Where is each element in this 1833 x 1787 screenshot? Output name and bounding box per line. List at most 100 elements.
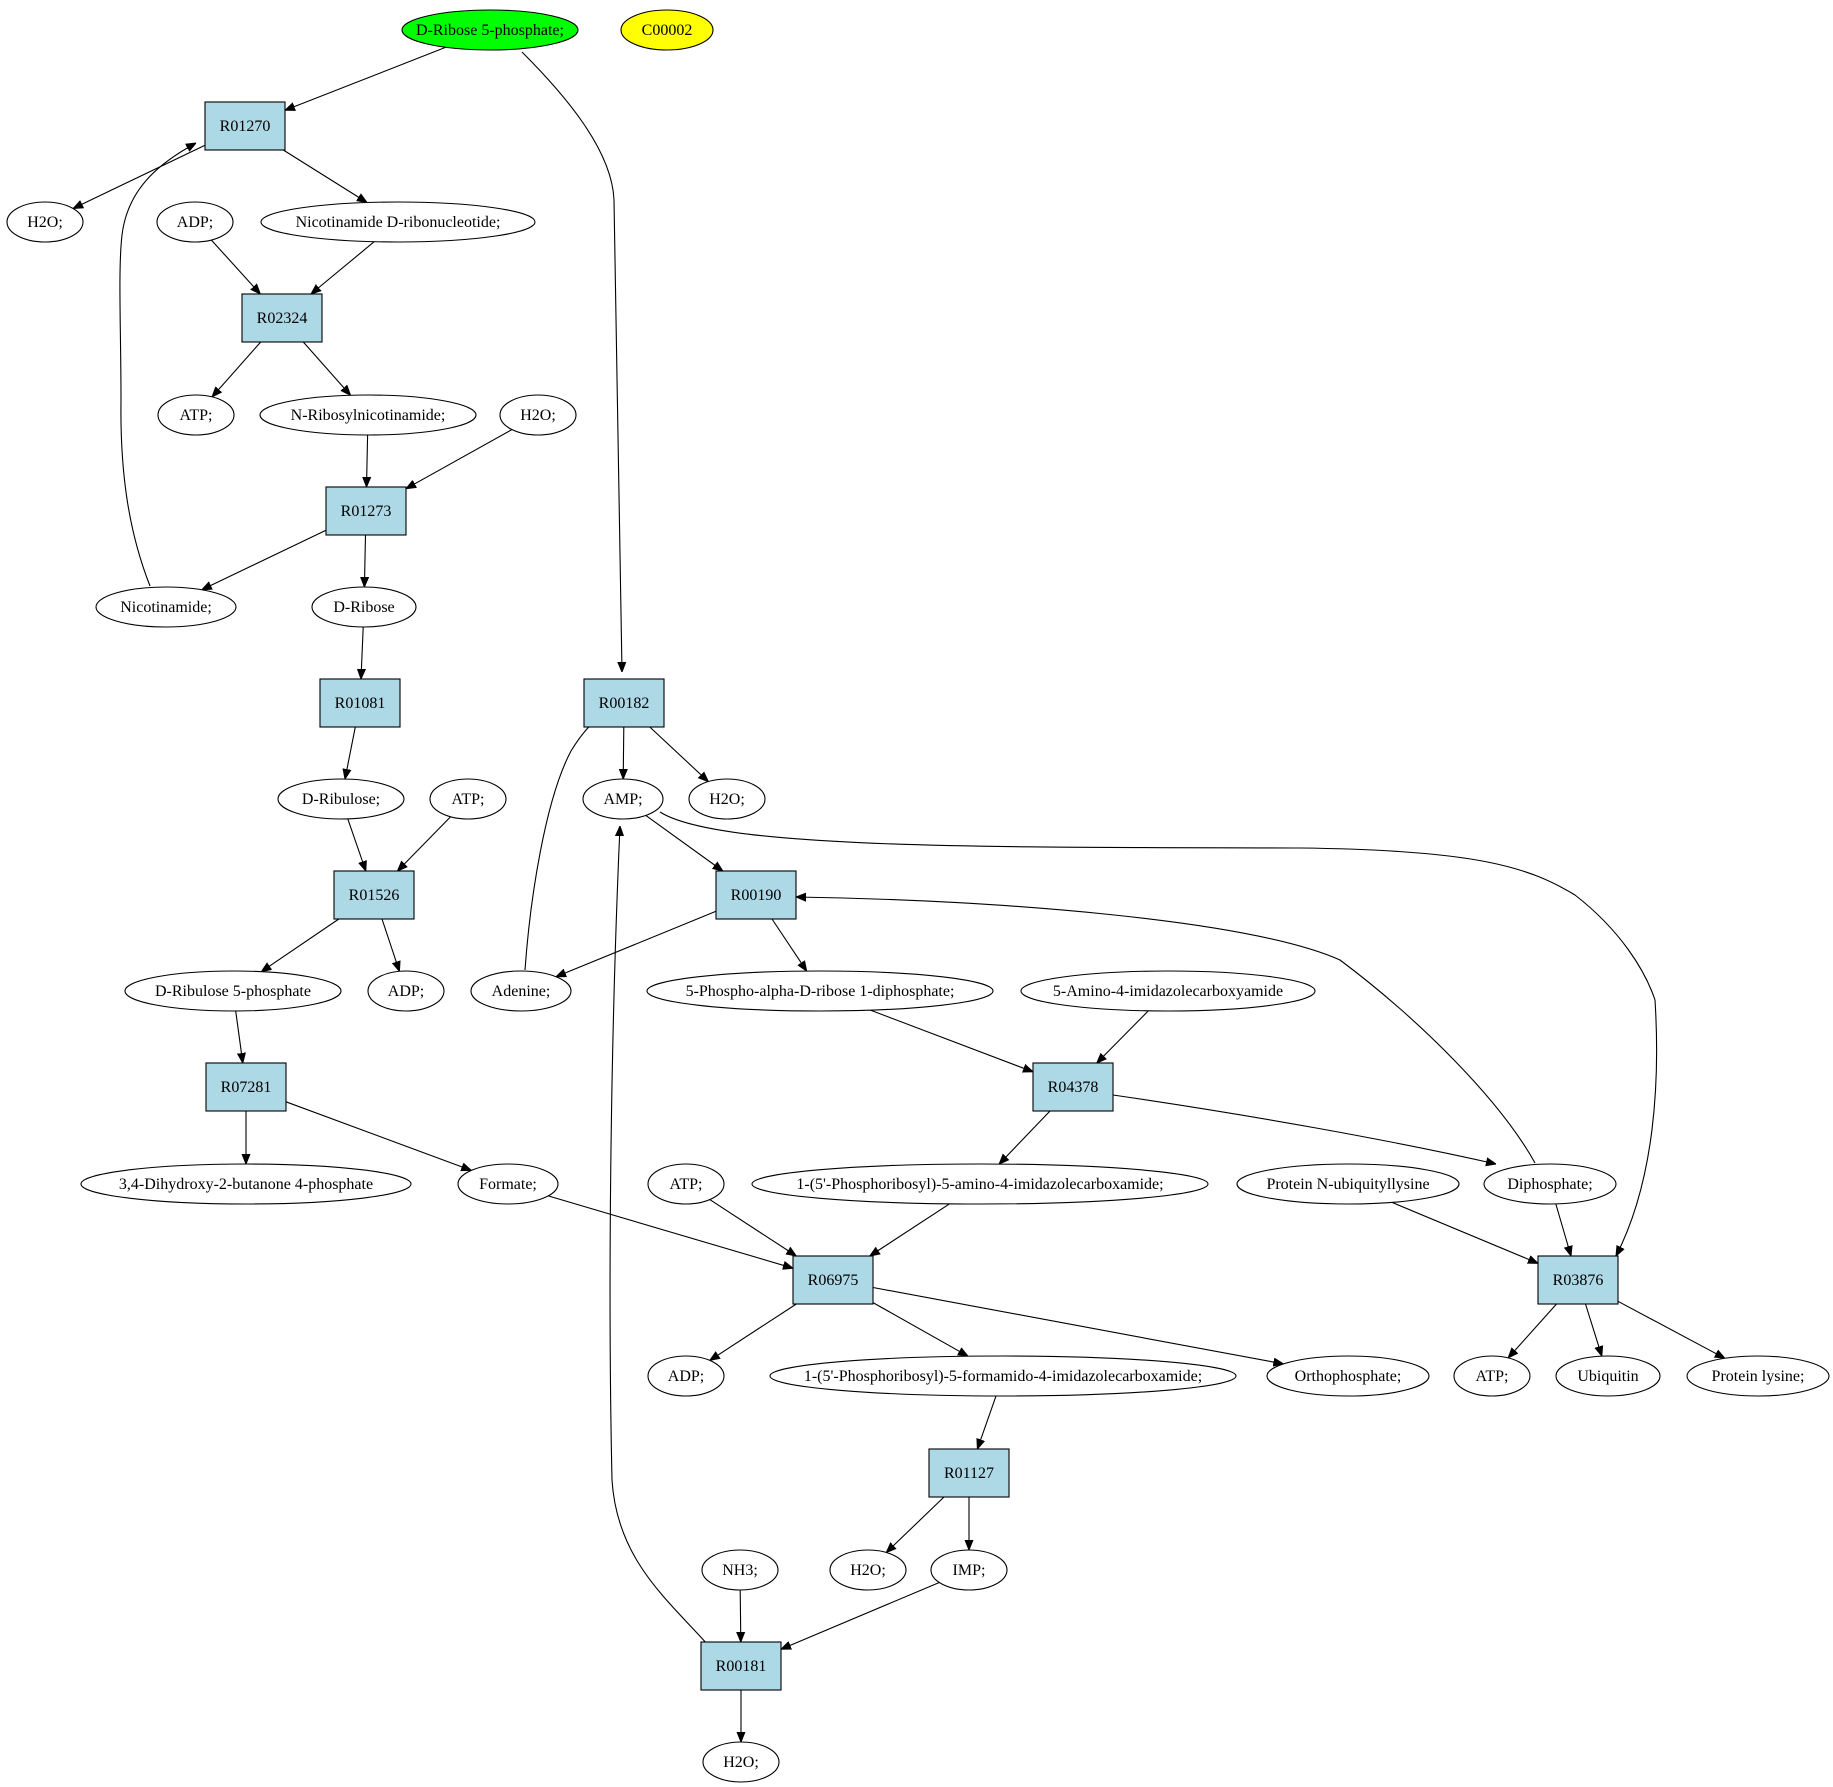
reaction-box (700, 1641, 782, 1691)
compound-node-adenine: Adenine; (470, 970, 572, 1012)
compound-node-h2o_1: H2O; (6, 201, 84, 243)
edge-nh3-to-r00181 (740, 1589, 741, 1642)
compound-node-atp_4: ATP; (1453, 1355, 1531, 1397)
node-label: ATP; (452, 791, 485, 808)
node-label: ATP; (180, 407, 213, 424)
compound-ellipse (311, 586, 417, 628)
node-label: R01273 (341, 503, 392, 520)
edge-r01273-to-dribose (364, 534, 365, 587)
compound-node-atp_1: ATP; (157, 394, 235, 436)
node-label: R03876 (1553, 1272, 1604, 1289)
compound-ellipse (80, 1163, 412, 1205)
compound-ellipse (157, 394, 235, 436)
compound-ellipse (156, 201, 234, 243)
edge-adenine-to-r00182 (524, 714, 604, 971)
compound-ellipse (277, 778, 405, 820)
edge-source-to-r00182 (521, 51, 622, 672)
compound-ellipse (751, 1163, 1209, 1205)
node-label: Diphosphate; (1507, 1176, 1592, 1193)
node-label: H2O; (850, 1562, 886, 1579)
compound-ellipse (1453, 1355, 1531, 1397)
node-label: ADP; (668, 1368, 704, 1385)
edge-faicar-to-r01127 (977, 1395, 997, 1449)
compound-node-atp_2: ATP; (429, 778, 507, 820)
node-label: D-Ribulose; (302, 791, 380, 808)
compound-node-faicar: 1-(5'-Phosphoribosyl)-5-formamido-4-imid… (769, 1355, 1237, 1397)
node-label: D-Ribose (333, 599, 394, 616)
edge-r00190-to-prpp (771, 918, 807, 971)
reaction-node-r04378: R04378 (1032, 1062, 1114, 1112)
compound-node-protlys: Protein lysine; (1686, 1355, 1830, 1397)
compound-node-nh3: NH3; (701, 1549, 779, 1591)
reaction-node-r01127: R01127 (928, 1448, 1010, 1498)
node-label: ATP; (1476, 1368, 1509, 1385)
node-label: Formate; (479, 1176, 537, 1193)
node-label: N-Ribosylnicotinamide; (291, 407, 446, 424)
reaction-node-r03876: R03876 (1537, 1255, 1619, 1305)
compound-node-nicotinamide: Nicotinamide; (95, 586, 237, 628)
compound-ellipse (457, 1163, 559, 1205)
compound-node-h2o_3: H2O; (688, 778, 766, 820)
compound-node-h2o_5: H2O; (702, 1741, 780, 1783)
reaction-box (319, 678, 401, 728)
compound-node-adp_1: ADP; (156, 201, 234, 243)
edge-diphosphate-to-r03876 (1555, 1203, 1571, 1256)
compound-node-imp: IMP; (930, 1549, 1008, 1591)
node-label: C00002 (642, 22, 693, 39)
node-label: R00182 (599, 695, 650, 712)
edge-r00181-to-amp (609, 826, 709, 1646)
reaction-box (928, 1448, 1010, 1498)
edge-r06975-to-orthophosphate (872, 1286, 1283, 1364)
edge-r02324-to-nrib (302, 341, 350, 395)
node-label: H2O; (520, 407, 556, 424)
compound-ellipse (95, 586, 237, 628)
node-label: H2O; (27, 214, 63, 231)
compound-node-dribulose5p: D-Ribulose 5-phosphate (124, 970, 342, 1012)
node-label: Nicotinamide D-ribonucleotide; (296, 214, 501, 231)
reaction-box (715, 870, 797, 920)
node-label: R02324 (257, 310, 308, 327)
edge-r01081-to-dribulose (345, 726, 356, 779)
reaction-node-r01273: R01273 (325, 486, 407, 536)
compound-node-c00002: C00002 (620, 9, 714, 51)
compound-ellipse (1686, 1355, 1830, 1397)
edge-r03876-to-atp_4 (1508, 1303, 1557, 1358)
compound-ellipse (620, 9, 714, 51)
compound-ellipse (647, 1163, 725, 1205)
reaction-node-r01081: R01081 (319, 678, 401, 728)
edge-r06975-to-faicar (872, 1302, 968, 1357)
edge-r03876-to-protlys (1617, 1300, 1725, 1358)
compound-node-adp_2: ADP; (367, 970, 445, 1012)
edge-r00190-to-adenine (556, 910, 717, 976)
edge-r01273-to-nicotinamide (202, 529, 327, 590)
reaction-box (1032, 1062, 1114, 1112)
compound-node-h2o_2: H2O; (499, 394, 577, 436)
node-label: D-Ribulose 5-phosphate (155, 983, 311, 1000)
compound-ellipse (1483, 1163, 1617, 1205)
node-label: NH3; (722, 1562, 758, 1579)
compound-ellipse (367, 970, 445, 1012)
edge-h2o_2-to-r01273 (406, 429, 513, 489)
node-label: R01270 (220, 118, 271, 135)
reaction-node-r01270: R01270 (204, 101, 286, 151)
compound-node-aicar: 1-(5'-Phosphoribosyl)-5-amino-4-imidazol… (751, 1163, 1209, 1205)
compound-ellipse (701, 1549, 779, 1591)
compound-ellipse (702, 1741, 780, 1783)
compound-ellipse (930, 1549, 1008, 1591)
compound-ellipse (647, 1355, 725, 1397)
compound-node-dribose: D-Ribose (311, 586, 417, 628)
compound-ellipse (1236, 1163, 1460, 1205)
compound-ellipse (1020, 970, 1316, 1012)
compound-node-formate: Formate; (457, 1163, 559, 1205)
edge-r03876-to-ubiquitin (1584, 1303, 1602, 1356)
reaction-box (325, 486, 407, 536)
node-label: R01127 (944, 1465, 994, 1482)
reaction-box (1537, 1255, 1619, 1305)
edge-r00182-to-h2o_3 (649, 726, 709, 782)
edge-formate-to-r06975 (548, 1195, 793, 1268)
node-label: H2O; (709, 791, 745, 808)
compound-ellipse (829, 1549, 907, 1591)
reaction-box (333, 870, 415, 920)
compound-node-protnub: Protein N-ubiquityllysine (1236, 1163, 1460, 1205)
